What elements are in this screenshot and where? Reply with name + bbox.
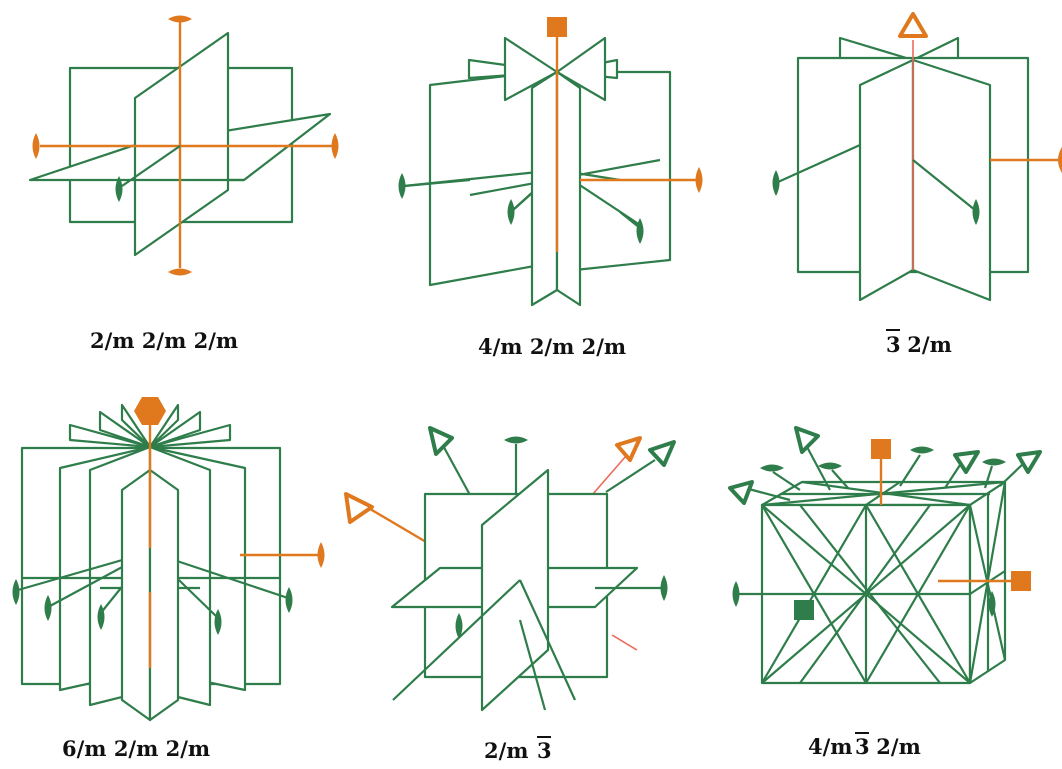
twofold-symbol-icon [331,133,339,159]
threefold-symbol-icon [615,436,642,462]
label-cubic-hexoctahedral-rest: 2/m [869,734,921,759]
twofold-symbol-icon [660,575,668,601]
threefold-symbol-icon [898,12,928,38]
label-trigonal: 3 2/m [886,329,952,357]
label-cubic-pyritohedral-pre: 2/m [484,738,536,763]
threefold-symbol-icon [728,480,754,505]
label-orthorhombic: 2/m 2/m 2/m [90,328,238,353]
fourfold-symbol-icon [871,439,891,459]
label-cubic-hexoctahedral-pre: 4/m [808,734,853,759]
mirror-plane-back-right [573,70,672,272]
twofold-symbol-icon [772,170,780,196]
mirror-plane-diagonal [555,36,607,102]
mirror-plane-front-left [858,58,915,302]
twofold-symbol-icon [398,173,406,199]
twofold-symbol-icon [910,446,934,454]
label-cubic-pyritohedral-bar: 3 [537,738,552,763]
twofold-axis [912,159,976,211]
label-cubic-hexoctahedral-bar: 3 [855,734,870,759]
threefold-symbol-icon [428,426,454,456]
fourfold-symbol-icon [547,17,567,37]
label-cubic-pyritohedral: 2/m 3 [484,736,552,763]
twofold-symbol-icon [1058,147,1062,173]
figure-cubic-hexoctahedral [728,426,1042,685]
threefold-symbol-icon [1016,450,1042,474]
mirror-plane-front-right [911,58,992,302]
threefold-symbol-icon [648,440,676,467]
twofold-symbol-icon [695,167,703,193]
twofold-symbol-icon [12,579,20,605]
fourfold-symbol-icon [1011,571,1031,591]
twofold-symbol-icon [504,436,528,444]
threefold-axis [744,486,791,502]
mirror-plane-front-left [120,468,152,722]
threefold-axis [944,464,961,489]
twofold-symbol-icon [760,464,784,472]
twofold-symbol-icon [32,133,40,159]
threefold-symbol-icon [953,450,980,474]
mirror-plane-front-right [148,468,180,722]
twofold-symbol-icon [982,458,1006,466]
mirror-plane-diagonal [503,36,559,102]
mirror-plane-side [480,468,550,712]
mirror-plane-front-right [555,70,582,307]
mirror-plane-front-left [530,70,559,307]
label-trigonal-rotoinversion: 3 [886,332,901,357]
twofold-symbol-icon [285,587,293,613]
figure-hexagonal [12,397,325,722]
label-hexagonal: 6/m 2/m 2/m [62,736,210,761]
twofold-symbol-icon [168,268,192,276]
label-tetragonal: 4/m 2/m 2/m [478,334,626,359]
figure-cubic-pyritohedral [344,426,676,712]
twofold-symbol-icon [168,15,192,23]
threefold-axis [805,444,831,491]
twofold-symbol-icon [818,462,842,470]
twofold-symbol-icon [732,581,740,607]
label-trigonal-rest: 2/m [900,332,952,357]
threefold-axis [605,459,656,493]
twofold-axis-oblique [121,145,181,187]
threefold-symbol-icon [344,492,374,524]
twofold-symbol-icon [317,542,325,568]
twofold-axis [777,143,861,184]
figure-trigonal [772,12,1062,302]
figure-orthorhombic [28,15,339,276]
mirror-plane-side [133,31,230,257]
sixfold-symbol-icon [134,397,166,425]
threefold-axis [999,461,1026,487]
threefold-symbol-icon [794,426,820,454]
label-cubic-hexoctahedral: 4/m 3 2/m [808,732,921,759]
figure-tetragonal [398,17,703,307]
threefold-axis [439,439,471,496]
fourfold-symbol-icon [794,600,814,620]
